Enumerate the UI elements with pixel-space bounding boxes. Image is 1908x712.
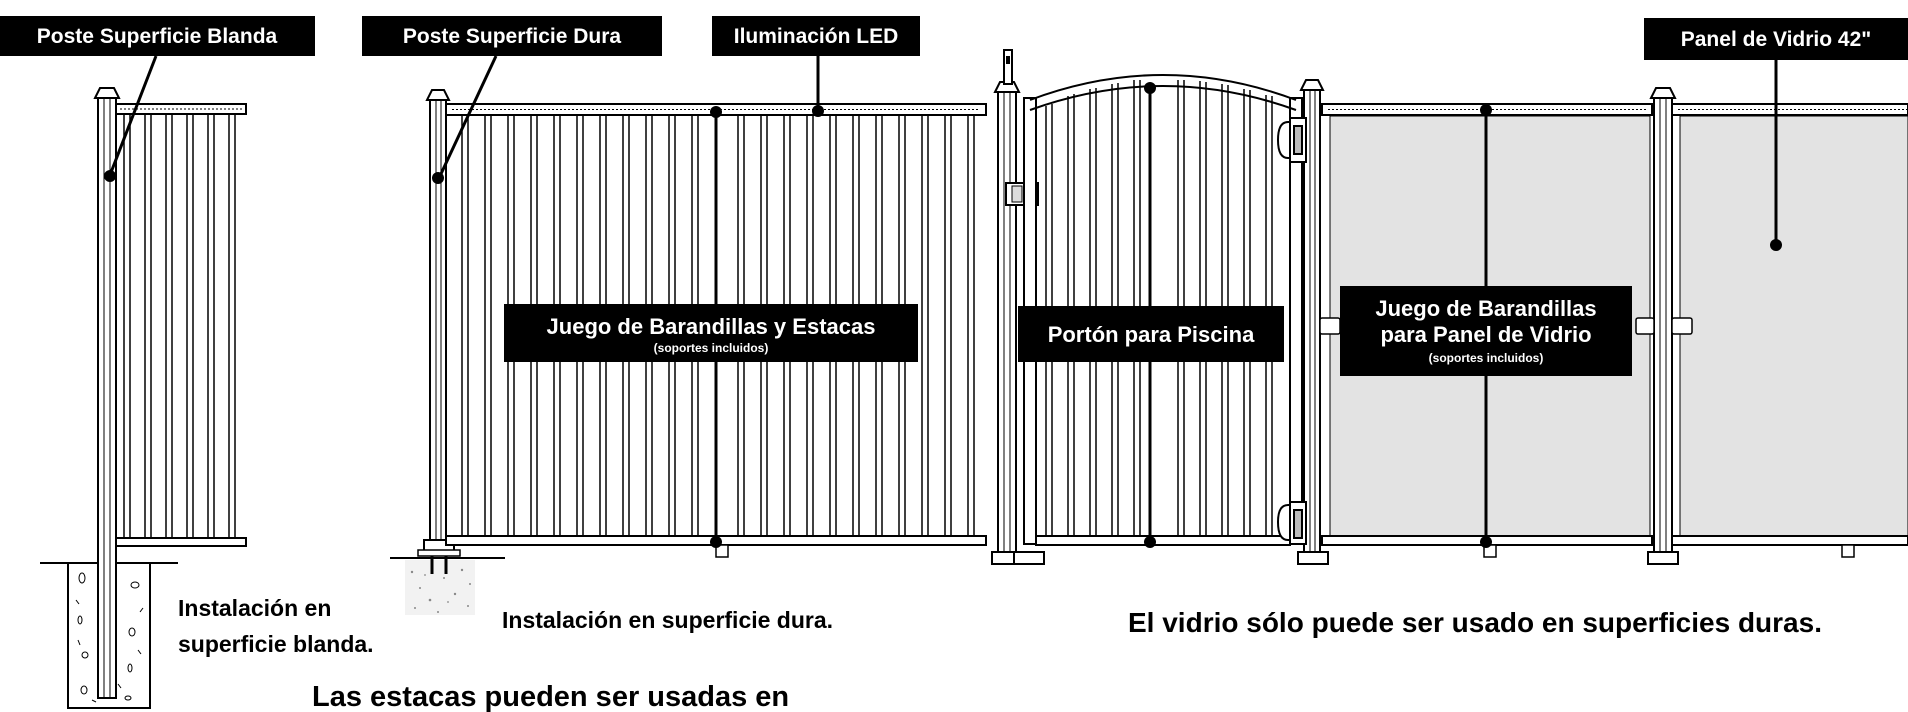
callout-led: Iluminación LED	[712, 16, 920, 56]
stakes-note-caption: Las estacas pueden ser usadas en	[312, 681, 789, 712]
glass-panel-label: Panel de Vidrio 42"	[1681, 28, 1871, 51]
callout-glass-rail-set: Juego de Barandillas para Panel de Vidri…	[1340, 286, 1632, 376]
glass-rail-label-line2: para Panel de Vidrio	[1380, 322, 1591, 347]
glass-rail-label-line1: Juego de Barandillas	[1375, 296, 1596, 321]
soft-install-caption-line1: Instalación en	[178, 595, 331, 621]
soft-surface-post	[40, 87, 247, 709]
rail-set-sublabel: (soportes incluidos)	[654, 341, 769, 355]
callout-gate: Portón para Piscina	[1018, 306, 1284, 362]
gate-label: Portón para Piscina	[1048, 322, 1255, 347]
callout-soft-post: Poste Superficie Blanda	[0, 16, 315, 56]
hard-post-label: Poste Superficie Dura	[403, 25, 622, 48]
soft-install-caption-line2: superficie blanda.	[178, 631, 374, 657]
glass-panel-2	[1679, 115, 1908, 537]
glass-note-caption: El vidrio sólo puede ser usado en superf…	[1128, 607, 1822, 638]
pool-gate	[991, 49, 1329, 565]
hard-surface-slab	[390, 556, 505, 615]
hard-install-caption: Instalación en superficie dura.	[502, 607, 833, 633]
rail-set-label: Juego de Barandillas y Estacas	[547, 314, 876, 339]
led-label: Iluminación LED	[734, 25, 899, 48]
soft-post-label: Poste Superficie Blanda	[37, 25, 278, 48]
callout-hard-post: Poste Superficie Dura	[362, 16, 662, 56]
glass-rail-sublabel: (soportes incluidos)	[1429, 351, 1544, 365]
callout-rail-set: Juego de Barandillas y Estacas (soportes…	[504, 304, 918, 362]
callout-glass-panel: Panel de Vidrio 42"	[1644, 18, 1908, 60]
